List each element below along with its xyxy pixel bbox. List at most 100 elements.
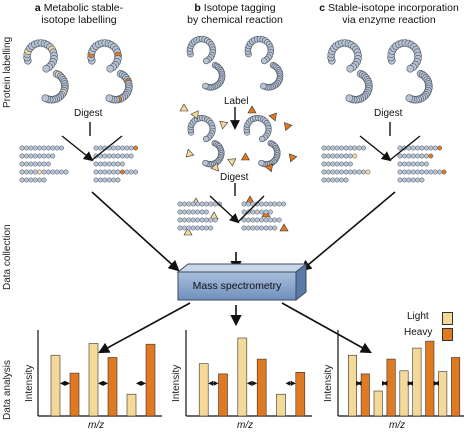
peptide-bead: [32, 169, 38, 175]
peptide-bead: [199, 217, 205, 223]
peptide-bead: [177, 209, 183, 215]
peptide-bead: [59, 169, 65, 175]
peptide-bead: [415, 153, 421, 159]
peptide-bead: [423, 145, 429, 151]
light-tag-triangle: [210, 162, 219, 172]
protein-bead: [41, 94, 50, 103]
peptide-bead: [321, 169, 327, 175]
light-peak: [88, 343, 99, 417]
peptide-bead: [50, 145, 56, 151]
protein-chain: [23, 39, 69, 104]
spectrum-3: [337, 330, 464, 417]
protein-bead: [260, 82, 267, 90]
peptide-bead: [208, 201, 214, 207]
peptide-bead: [428, 145, 434, 151]
peptide-bead: [334, 145, 340, 151]
peptide-bead: [97, 145, 103, 151]
heavy-tag-triangle: [288, 153, 298, 163]
peptide-bead: [432, 169, 438, 175]
peptide-bead: [106, 161, 112, 167]
peptide-bead: [397, 153, 403, 159]
panel-b-letter: b: [194, 2, 201, 14]
peptide-bead: [115, 177, 121, 183]
peptide-bead: [37, 161, 43, 167]
peptide-bead: [102, 177, 108, 183]
peptide-bead: [115, 153, 121, 159]
spectrum-1: [37, 330, 162, 417]
peptide-bead: [128, 169, 134, 175]
light-tag-triangle: [219, 120, 229, 130]
protein-bead: [203, 135, 210, 143]
peptide-bead: [347, 169, 353, 175]
peptide-bead: [406, 153, 412, 159]
peptide-bead: [281, 201, 287, 207]
peptide-bead: [195, 209, 201, 215]
panel-b-title-line1: Isotope tagging: [203, 2, 276, 14]
peptide-bead: [352, 153, 358, 159]
peptide-bead: [59, 145, 65, 151]
peptide-bead: [272, 201, 278, 207]
peptide-bead: [23, 145, 29, 151]
peptide-bead: [401, 177, 407, 183]
peptide-bead: [267, 209, 273, 215]
peptide-bead: [93, 169, 99, 175]
peptide-bead: [190, 225, 196, 231]
peptide-bead: [177, 225, 183, 231]
protein-chain: [187, 114, 225, 168]
heavy-tag-triangle: [247, 105, 257, 114]
peptide-bead: [419, 153, 425, 159]
peptide-bead: [259, 201, 265, 207]
peptide-bead: [334, 169, 340, 175]
protein-bead: [202, 82, 209, 90]
peptide-bead: [41, 169, 47, 175]
peptide-bead: [195, 217, 201, 223]
peptide-bead: [133, 169, 139, 175]
peptide-bead: [410, 145, 416, 151]
peptide-bead: [181, 217, 187, 223]
peptide-bead: [263, 217, 269, 223]
panel-a-title-line2: isotope labelling: [41, 14, 117, 26]
heavy-peak: [451, 357, 461, 417]
peptide-bead: [186, 225, 192, 231]
protein-chain: [327, 39, 373, 104]
mz-label-b: m/z: [237, 420, 254, 431]
peptide-bead: [102, 169, 108, 175]
peptide-bead: [50, 153, 56, 159]
panel-c-title-line1: Stable-isotope incorporation: [328, 2, 459, 14]
protein-chain: [87, 39, 133, 104]
peptide-bead: [208, 217, 214, 223]
peptide-bead: [93, 145, 99, 151]
protein-chain: [244, 35, 284, 91]
peptide-bead: [45, 153, 51, 159]
light-tag-triangle: [183, 227, 193, 236]
mass-spectrometry-label: Mass spectrometry: [192, 280, 282, 292]
peptide-bead: [347, 145, 353, 151]
peptide-bead: [397, 177, 403, 183]
peptide-bead: [276, 217, 282, 223]
peptide-bead: [37, 177, 43, 183]
peptide-bead: [241, 201, 247, 207]
peptide-bead: [37, 145, 43, 151]
light-peak: [50, 354, 61, 417]
peptide-bead: [111, 161, 117, 167]
peptide-bead: [339, 161, 345, 167]
peptide-bead: [32, 153, 38, 159]
protein-bead: [258, 159, 265, 167]
peptide-bead: [133, 145, 139, 151]
peptide-bead: [19, 169, 25, 175]
peptide-bead: [203, 201, 209, 207]
peptide-bead: [352, 145, 358, 151]
panel-b-title-line2: by chemical reaction: [187, 14, 283, 26]
peptide-bead: [128, 153, 134, 159]
peptide-bead: [23, 169, 29, 175]
peptide-bead: [397, 169, 403, 175]
peptide-bead: [406, 161, 412, 167]
peptide-bead: [28, 161, 34, 167]
protein-bead: [346, 64, 355, 73]
peptide-bead: [343, 177, 349, 183]
peptide-bead: [356, 169, 362, 175]
peptide-bead: [28, 153, 34, 159]
peptide-bead: [259, 209, 265, 215]
